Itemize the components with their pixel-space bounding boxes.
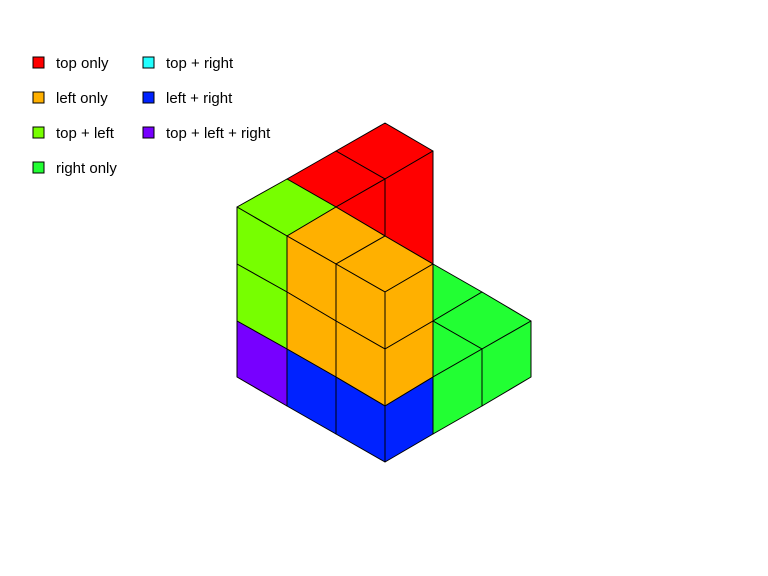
legend-label-left-right: left + right [166, 90, 233, 107]
legend-swatch-top-left-right [142, 126, 155, 139]
legend-label-top-only: top only [56, 55, 109, 72]
legend-swatch-top-right [142, 56, 155, 69]
legend-swatch-top-left [32, 126, 45, 139]
legend: top only left only top + left right only… [32, 55, 271, 177]
legend-label-left-only: left only [56, 90, 108, 107]
legend-label-top-right: top + right [166, 55, 234, 72]
legend-label-top-left: top + left [56, 125, 115, 142]
cube-face-right-only [481, 320, 532, 407]
legend-swatch-top-only [32, 56, 45, 69]
legend-swatch-left-right [142, 91, 155, 104]
legend-swatch-left-only [32, 91, 45, 104]
legend-label-right-only: right only [56, 160, 117, 177]
cube-faces [236, 122, 532, 463]
legend-label-top-left-right: top + left + right [166, 125, 271, 142]
legend-swatch-right-only [32, 161, 45, 174]
